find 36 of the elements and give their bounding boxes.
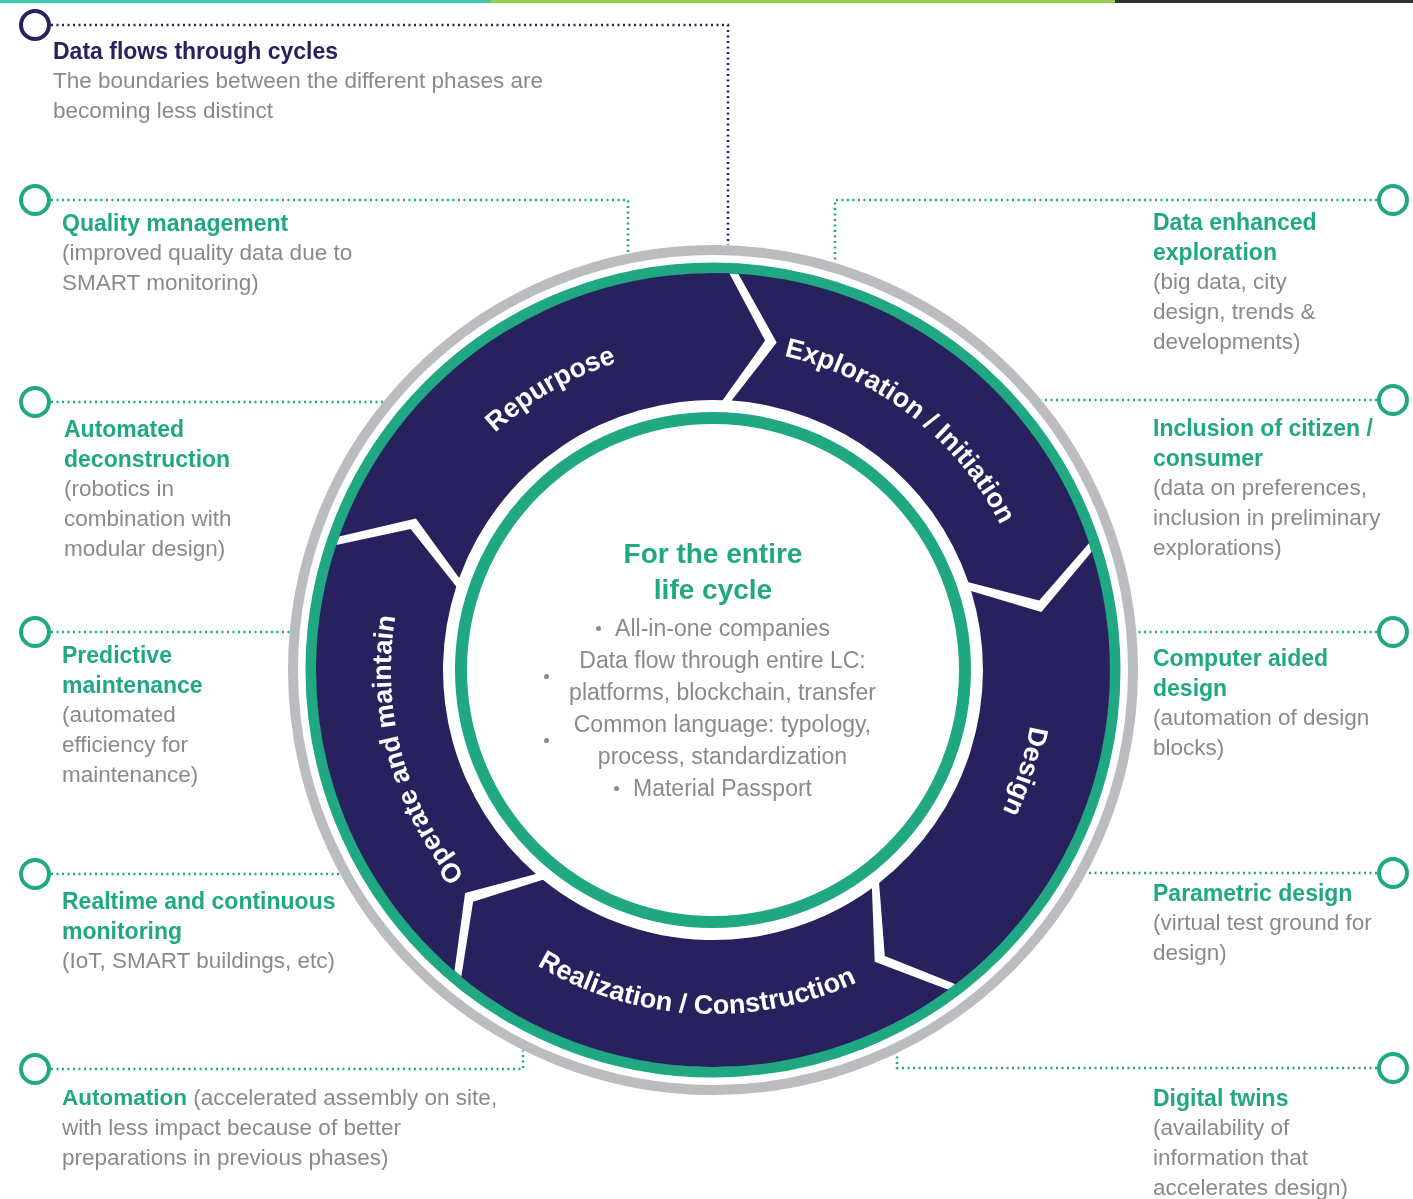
callout-description: Automation (accelerated assembly on site, with less impact because of better preparations in previous phases) <box>62 1084 499 1172</box>
callout-heading: Realtime and continuous monitoring <box>62 887 337 946</box>
callout-description: The boundaries between the different phases are becoming less distinct <box>53 67 544 125</box>
callout-heading: Quality management <box>62 209 290 238</box>
bullet-text: All-in-one companies <box>615 614 830 643</box>
leader-line <box>51 630 290 634</box>
callout-description: (big data, city design, trends & developments) <box>1153 268 1317 356</box>
callout-description: (automation of design blocks) <box>1153 704 1371 762</box>
bullet-text: Common language: typology, process, standardization <box>572 710 873 771</box>
phase-arrow-segment <box>461 879 949 1067</box>
bullet-text: Material Passport <box>633 774 812 803</box>
leader-line <box>1136 630 1377 634</box>
callout-description: (virtual test ground for design) <box>1153 909 1373 967</box>
callout-description: (robotics in combination with modular design) <box>64 475 233 563</box>
callout-description: (IoT, SMART buildings, etc) <box>62 947 337 975</box>
callout-heading: Automated deconstruction <box>64 415 232 474</box>
center-heading: For the entire life cycle <box>622 537 804 607</box>
leader-line <box>833 198 1377 263</box>
callout-heading: Data enhanced exploration <box>1153 208 1318 267</box>
leader-line <box>51 1050 525 1071</box>
callout-heading: Data flows through cycles <box>53 37 339 66</box>
callout-heading: Digital twins <box>1153 1084 1290 1113</box>
leader-line <box>51 400 384 404</box>
callout-description: (data on preferences, inclusion in preliminary explorations) <box>1153 474 1382 562</box>
callout-heading: Computer aided design <box>1153 644 1330 703</box>
callout-heading: Predictive maintenance <box>62 641 204 700</box>
bullet-text: Data flow through entire LC: platforms, blockchain, transfer <box>568 646 877 707</box>
leader-line <box>51 872 341 876</box>
callout-heading: Inclusion of citizen / consumer <box>1153 414 1374 473</box>
callout-description: (availability of information that accelerates design) <box>1153 1114 1350 1199</box>
callout-description: (automated efficiency for maintenance) <box>62 701 200 789</box>
leader-line <box>51 198 630 254</box>
callout-description: (improved quality data due to SMART monitoring) <box>62 239 354 297</box>
phase-arrow-segment <box>879 551 1110 985</box>
callout-heading: Parametric design <box>1153 879 1354 908</box>
leader-line <box>1086 871 1377 875</box>
